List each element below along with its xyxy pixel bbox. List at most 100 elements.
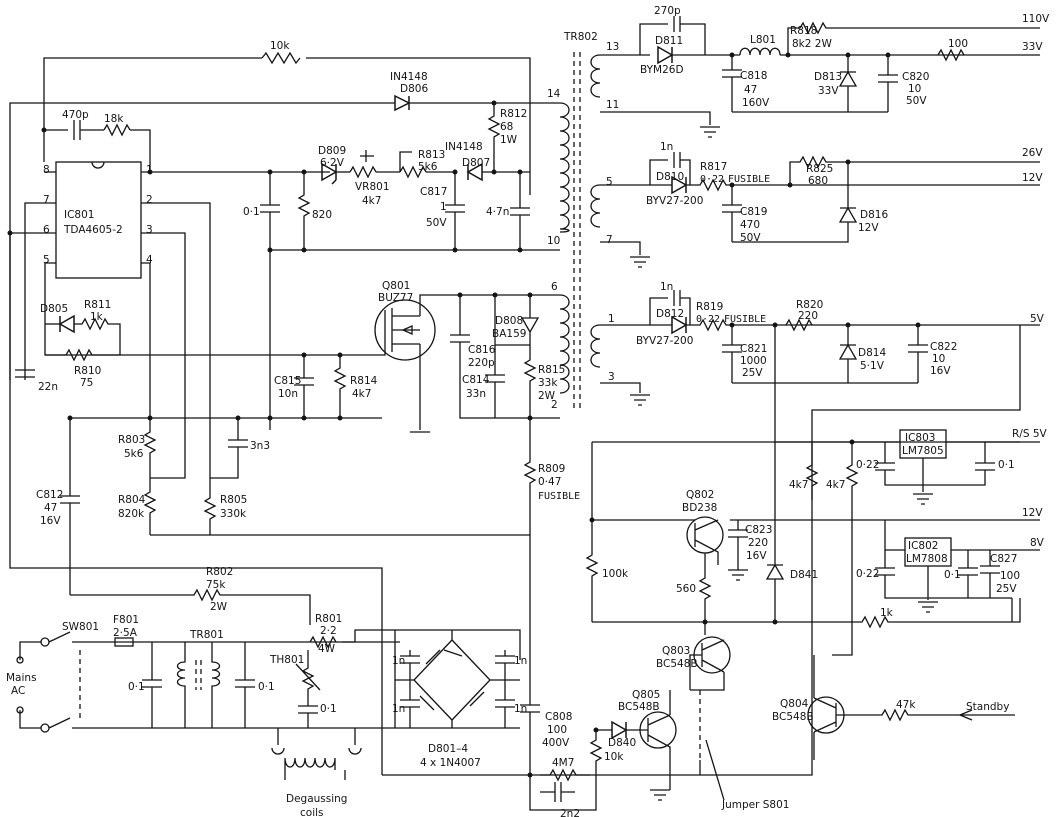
c819-label: C819: [740, 206, 767, 218]
tr802-pin-1: 1: [608, 313, 615, 325]
r810-value: 75: [80, 377, 93, 389]
c-0-1-reg-a: 0·1: [998, 459, 1015, 471]
d807-type: IN4148: [445, 141, 483, 153]
r809-fusible: FUSIBLE: [538, 491, 580, 502]
degauss-line1: Degaussing: [286, 793, 347, 805]
d805-label: D805: [40, 303, 68, 315]
vr801-value: 4k7: [362, 195, 381, 207]
q803-type: BC548B: [656, 658, 698, 670]
tr802-transformer: TR802 13 11 5 7 6 2 1 3: [551, 31, 619, 411]
tr802-pin-14: 14: [547, 88, 561, 100]
r815-value: 33k: [538, 377, 558, 389]
c814-label: C814: [462, 374, 490, 386]
rail-5v: 5V: [1030, 313, 1045, 325]
r802-label: R802: [206, 566, 233, 578]
secondary-26v-12v: 1n D810 BYV27-200 R817 0·22 FUSIBLE R825…: [600, 141, 1043, 268]
c819-voltage: 50V: [740, 232, 761, 244]
d809-value: 6·2V: [320, 157, 345, 169]
d808-type: BA159: [492, 328, 526, 340]
c-1n-sec2: 1n: [660, 141, 673, 153]
bridge-label: D801–4: [428, 743, 468, 755]
ic801-pin-3: 3: [146, 224, 153, 236]
jumper-s801: Jumper S801: [721, 799, 789, 811]
left-lower-network: R803 5k6 3n3 R804 820k R805 330k C812 47…: [9, 233, 383, 775]
q802-label: Q802: [686, 489, 714, 501]
r817-fusible: FUSIBLE: [728, 174, 770, 185]
r-4k7-b: 4k7: [826, 479, 845, 491]
c820-voltage: 50V: [906, 95, 927, 107]
c-0-1-reg-b: 0·1: [944, 569, 961, 581]
vr801-label: VR801: [355, 181, 390, 193]
c815-value: 10n: [278, 388, 298, 400]
ic803-label: IC803: [905, 432, 935, 444]
c822-value: 10: [932, 353, 945, 365]
c822-label: C822: [930, 341, 957, 353]
c808-voltage: 400V: [542, 737, 570, 749]
c-0-1-fb: 0·1: [243, 206, 260, 218]
tr802-pin-10: 10: [547, 235, 560, 247]
c812-value: 47: [44, 502, 57, 514]
c823-value: 220: [748, 537, 768, 549]
mains-label-line1: Mains: [6, 672, 37, 684]
r-10k-ctrl: 10k: [604, 751, 624, 763]
r-1k: 1k: [880, 607, 894, 619]
c816-label: C816: [468, 344, 496, 356]
c815-label: C815: [274, 375, 301, 387]
r809-value: 0·47: [538, 476, 561, 488]
d812-type: BYV27-200: [636, 335, 693, 347]
r-4k7-a: 4k7: [789, 479, 808, 491]
d814-value: 5·1V: [860, 360, 885, 372]
ic801-pin-4: 4: [146, 254, 153, 266]
d812-label: D812: [656, 308, 684, 320]
q802-type: BD238: [682, 502, 717, 514]
f801-label: F801: [113, 614, 139, 626]
d841-label: D841: [790, 569, 818, 581]
r-10k-top: 10k: [270, 40, 290, 52]
c821-value: 1000: [740, 355, 767, 367]
r825-label: R825: [806, 163, 833, 175]
d809-label: D809: [318, 145, 346, 157]
r825-value: 680: [808, 175, 828, 187]
q805-type: BC548B: [618, 701, 660, 713]
r812-label: R812: [500, 108, 527, 120]
d806-label: D806: [400, 83, 428, 95]
ic801-pin-5: 5: [43, 254, 50, 266]
r817-label: R817: [700, 161, 727, 173]
r814-value: 4k7: [352, 388, 371, 400]
d816-value: 12V: [858, 222, 879, 234]
d811-type: BYM26D: [640, 64, 684, 76]
c817-label: C817: [420, 186, 447, 198]
r812-value: 68: [500, 121, 513, 133]
c814-value: 33n: [466, 388, 486, 400]
degauss-line2: coils: [300, 807, 324, 817]
q805-label: Q805: [632, 689, 660, 701]
standby-label: Standby: [966, 701, 1009, 713]
d806-type: IN4148: [390, 71, 428, 83]
d810-label: D810: [656, 171, 684, 183]
d813-value: 33V: [818, 85, 839, 97]
tr802-pin-3: 3: [608, 371, 615, 383]
ic801-pin-7: 7: [43, 194, 50, 206]
r810-label: R810: [74, 365, 101, 377]
r805-value: 330k: [220, 508, 247, 520]
c-470p: 470p: [62, 109, 89, 121]
sw801-label: SW801: [62, 621, 99, 633]
d816-label: D816: [860, 209, 888, 221]
r802-value: 75k: [206, 579, 226, 591]
d810-type: BYV27-200: [646, 195, 703, 207]
r813-label: R813: [418, 149, 445, 161]
c819-value: 470: [740, 219, 760, 231]
c-1n-sec3: 1n: [660, 281, 673, 293]
r-100k: 100k: [602, 568, 629, 580]
ic801-pin-6: 6: [43, 224, 50, 236]
r819-label: R819: [696, 301, 723, 313]
d808-label: D808: [495, 315, 523, 327]
c818-value: 47: [744, 84, 757, 96]
ic803-type: LM7805: [902, 445, 944, 457]
c823-voltage: 16V: [746, 550, 767, 562]
d840-label: D840: [608, 737, 636, 749]
ic801-name: IC801: [64, 209, 94, 221]
r814-label: R814: [350, 375, 378, 387]
l801-label: L801: [750, 34, 776, 46]
c-0-22-a: 0·22: [856, 459, 879, 471]
